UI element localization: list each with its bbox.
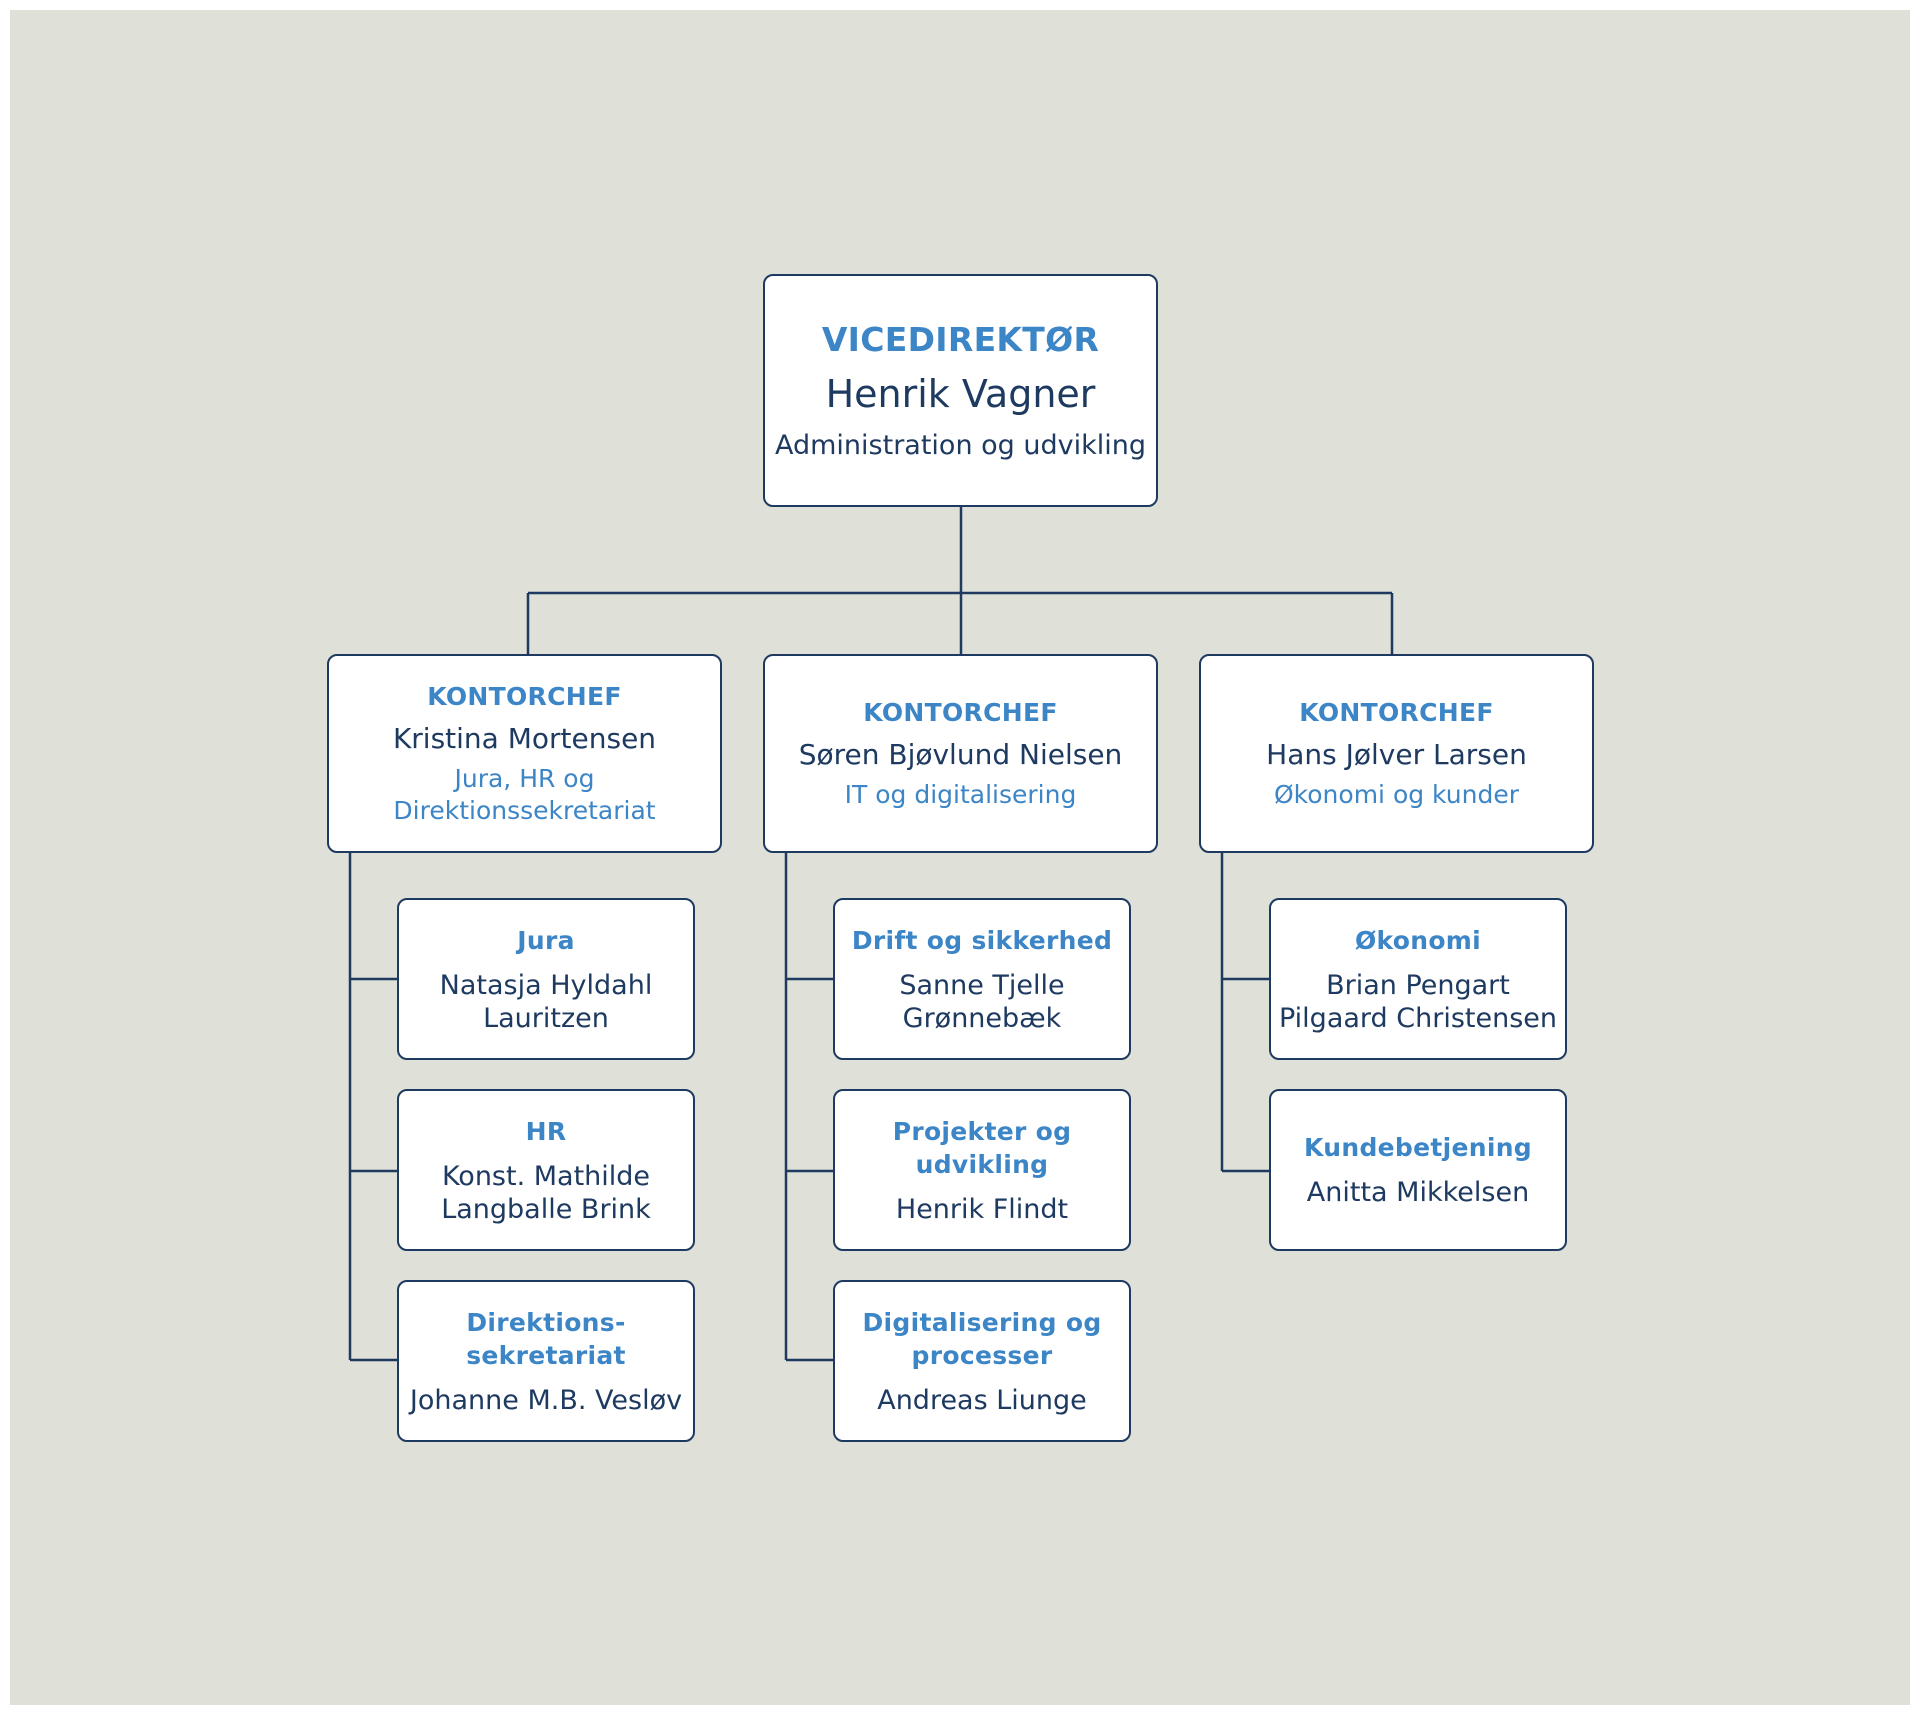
office-unit: IT og digitalisering <box>844 780 1077 809</box>
unit-box-jura: Jura Natasja Hyldahl Lauritzen <box>397 898 695 1060</box>
office-head-name: Kristina Mortensen <box>392 722 657 755</box>
office-unit: Jura, HR og Direktionssekretariat <box>393 764 656 825</box>
unit-box-direktionssekretariat: Direktions- sekretariat Johanne M.B. Ves… <box>397 1280 695 1442</box>
office-title: KONTORCHEF <box>427 682 622 711</box>
office-head-name: Søren Bjøvlund Nielsen <box>798 738 1123 771</box>
unit-title: Kundebetjening <box>1304 1133 1532 1162</box>
unit-head-name: Sanne Tjelle Grønnebæk <box>899 969 1065 1034</box>
office-box-3: KONTORCHEF Hans Jølver Larsen Økonomi og… <box>1199 654 1594 853</box>
unit-box-hr: HR Konst. Mathilde Langballe Brink <box>397 1089 695 1251</box>
unit-box-projekter-og-udvikling: Projekter og udvikling Henrik Flindt <box>833 1089 1131 1251</box>
office-title: KONTORCHEF <box>863 698 1058 727</box>
office-box-1: KONTORCHEF Kristina Mortensen Jura, HR o… <box>327 654 722 853</box>
unit-title: Drift og sikkerhed <box>851 925 1113 955</box>
unit-box-drift-og-sikkerhed: Drift og sikkerhed Sanne Tjelle Grønnebæ… <box>833 898 1131 1060</box>
vicedirektor-name: Henrik Vagner <box>825 371 1096 416</box>
unit-head-name: Henrik Flindt <box>895 1193 1069 1225</box>
vicedirektor-title: VICEDIREKTØR <box>821 319 1100 359</box>
unit-head-name: Andreas Liunge <box>877 1384 1087 1416</box>
office-unit: Økonomi og kunder <box>1274 780 1519 809</box>
unit-title: Digitalisering og processer <box>862 1307 1102 1370</box>
unit-head-name: Brian Pengart Pilgaard Christensen <box>1278 969 1557 1034</box>
unit-box-okonomi: Økonomi Brian Pengart Pilgaard Christens… <box>1269 898 1567 1060</box>
unit-title: Jura <box>517 925 575 955</box>
unit-box-digitalisering-og-processer: Digitalisering og processer Andreas Liun… <box>833 1280 1131 1442</box>
unit-head-name: Natasja Hyldahl Lauritzen <box>439 969 653 1034</box>
office-head-name: Hans Jølver Larsen <box>1266 738 1527 771</box>
unit-title: Projekter og udvikling <box>892 1116 1072 1179</box>
unit-title: Økonomi <box>1354 925 1482 955</box>
vicedirektor-box: VICEDIREKTØR Henrik Vagner Administratio… <box>763 274 1158 507</box>
vicedirektor-unit: Administration og udvikling <box>774 429 1146 461</box>
unit-head-name: Konst. Mathilde Langballe Brink <box>441 1160 651 1225</box>
unit-box-kundebetjening: Kundebetjening Anitta Mikkelsen <box>1269 1089 1567 1251</box>
office-title: KONTORCHEF <box>1299 698 1494 727</box>
unit-head-name: Johanne M.B. Vesløv <box>409 1384 683 1416</box>
unit-title: Direktions- sekretariat <box>466 1307 626 1370</box>
unit-head-name: Anitta Mikkelsen <box>1306 1177 1530 1208</box>
office-box-2: KONTORCHEF Søren Bjøvlund Nielsen IT og … <box>763 654 1158 853</box>
unit-title: HR <box>525 1116 567 1146</box>
